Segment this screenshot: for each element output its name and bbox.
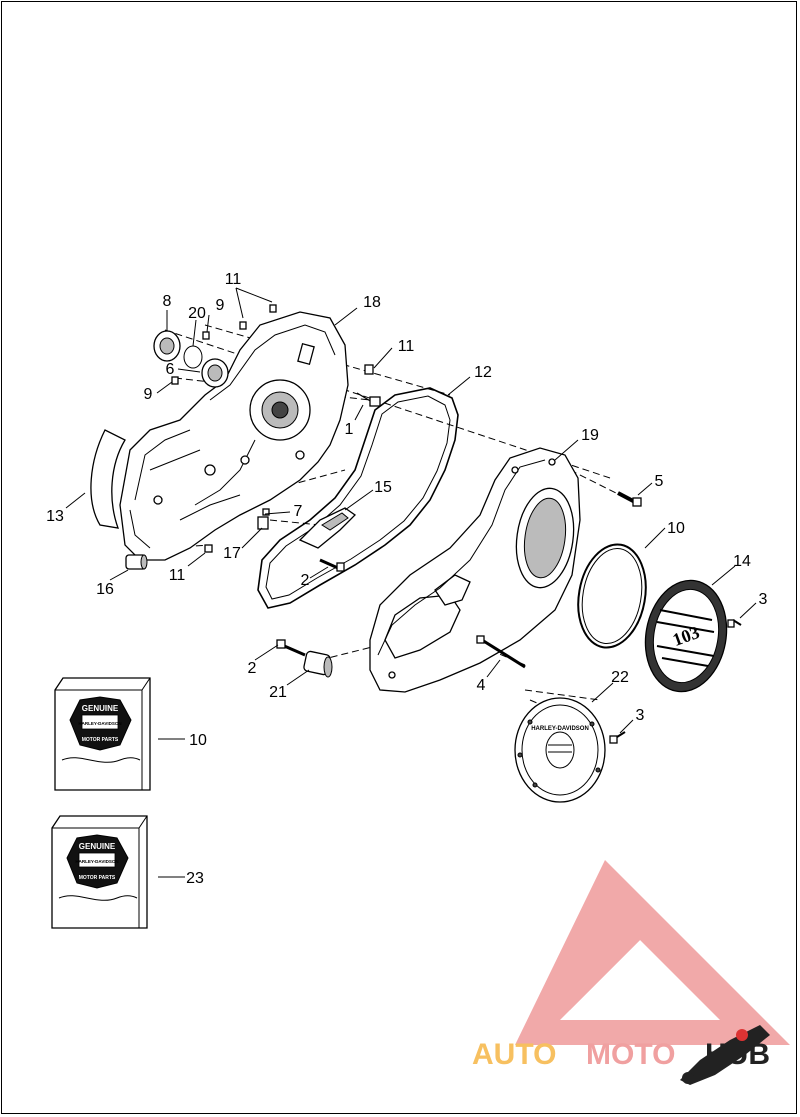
callout-6: 6 (166, 361, 175, 378)
callout-9: 9 (216, 297, 225, 314)
screw-part-3b (609, 731, 626, 744)
kit-logo-mid: HARLEY-DAVIDSON (75, 859, 118, 864)
inner-housing-gasket (90, 429, 126, 529)
callout-9: 9 (144, 386, 153, 403)
callout-3: 3 (636, 707, 645, 724)
bolt-part-1 (356, 392, 381, 407)
spacer-part (303, 650, 333, 678)
watermark-logo (515, 860, 790, 1045)
callout-13: 13 (46, 508, 64, 525)
bushing-part (125, 554, 148, 570)
o-ring (577, 543, 647, 649)
watermark-text: AUTO MOTO HUB (472, 1025, 770, 1085)
callout-14: 14 (733, 553, 751, 570)
callout-1: 1 (345, 421, 354, 438)
retaining-ring (183, 345, 203, 369)
kit-logo-top: GENUINE (79, 842, 116, 851)
kit-logo-top: GENUINE (82, 704, 119, 713)
watermark-triangle-inner (560, 940, 720, 1020)
kit-logo-mid: HARLEY-DAVIDSON (78, 721, 121, 726)
callout-2: 2 (301, 572, 310, 589)
seal-part (153, 330, 181, 362)
derby-cover-alternate: HARLEY-DAVIDSON (514, 697, 606, 803)
primary-cover-gasket (257, 387, 459, 609)
watermark-auto: AUTO (472, 1038, 556, 1071)
callout-10: 10 (667, 520, 685, 537)
kit-logo-bottom: MOTOR PARTS (82, 737, 119, 743)
bolt-part-2b (276, 639, 306, 657)
callout-11: 11 (169, 567, 186, 584)
callout-18: 18 (363, 294, 381, 311)
callout-20: 20 (188, 305, 206, 322)
callout-3: 3 (759, 591, 768, 608)
derby-cover-ring-text: HARLEY-DAVIDSON (531, 726, 589, 732)
callout-7: 7 (294, 503, 303, 520)
inner-primary-housing (119, 311, 349, 561)
callout-8: 8 (163, 293, 172, 310)
bolt-part-5 (617, 491, 642, 507)
bolt-part-4 (476, 635, 526, 669)
fitting-part (257, 516, 269, 530)
bolt-part-2a (319, 558, 345, 572)
dowel-pins (171, 304, 374, 553)
bearing-part (201, 358, 229, 388)
kit-logo-bottom: MOTOR PARTS (79, 875, 116, 881)
leader-lines (65, 287, 757, 878)
kit-box-23: GENUINE HARLEY-DAVIDSON MOTOR PARTS (51, 815, 148, 929)
callout-23: 23 (186, 870, 204, 887)
screw-part-3a (727, 619, 742, 628)
derby-cover-103: 103 (644, 579, 728, 693)
callout-labels: 11 18 8 20 9 11 6 12 9 1 19 13 15 5 7 10… (46, 271, 767, 887)
callout-11: 11 (225, 271, 242, 288)
watermark-motorcycle-icon (680, 1025, 770, 1085)
callout-17: 17 (223, 545, 241, 562)
callout-5: 5 (655, 473, 664, 490)
kit-box-10: GENUINE HARLEY-DAVIDSON MOTOR PARTS (54, 677, 151, 791)
watermark-moto: MOTO (586, 1038, 675, 1071)
watermark-triangle-band (540, 905, 640, 1010)
callout-11: 11 (398, 338, 415, 355)
callout-19: 19 (581, 427, 599, 444)
callout-22: 22 (611, 669, 629, 686)
callout-10: 10 (189, 732, 207, 749)
callout-15: 15 (374, 479, 392, 496)
callout-12: 12 (474, 364, 492, 381)
callout-2: 2 (248, 660, 257, 677)
outer-primary-cover (369, 447, 581, 693)
callout-21: 21 (269, 684, 287, 701)
chain-tensioner (298, 507, 357, 549)
callout-4: 4 (477, 677, 486, 694)
callout-16: 16 (96, 581, 114, 598)
